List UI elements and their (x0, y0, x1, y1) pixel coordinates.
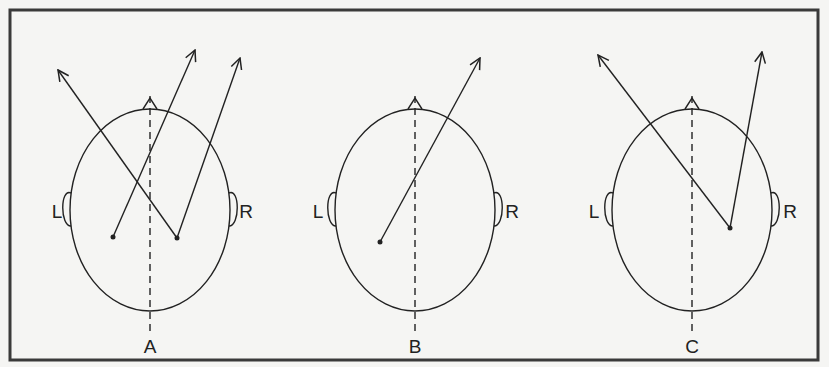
frame (10, 10, 818, 360)
ear-side-label: L (313, 202, 324, 221)
source-dot (728, 226, 733, 231)
head-c (598, 52, 779, 335)
panel-letter: B (409, 337, 422, 356)
ear-side-label: R (783, 202, 797, 221)
panel-letter: A (144, 337, 157, 356)
panel-letter: C (685, 337, 699, 356)
source-dot (378, 240, 383, 245)
head-a (58, 50, 240, 335)
ear-side-label: L (52, 202, 63, 221)
source-dot (175, 236, 180, 241)
ear-side-label: R (505, 202, 519, 221)
head-b (328, 58, 503, 335)
ear-side-label: L (589, 202, 600, 221)
source-dot (111, 235, 116, 240)
ear-side-label: R (239, 202, 253, 221)
